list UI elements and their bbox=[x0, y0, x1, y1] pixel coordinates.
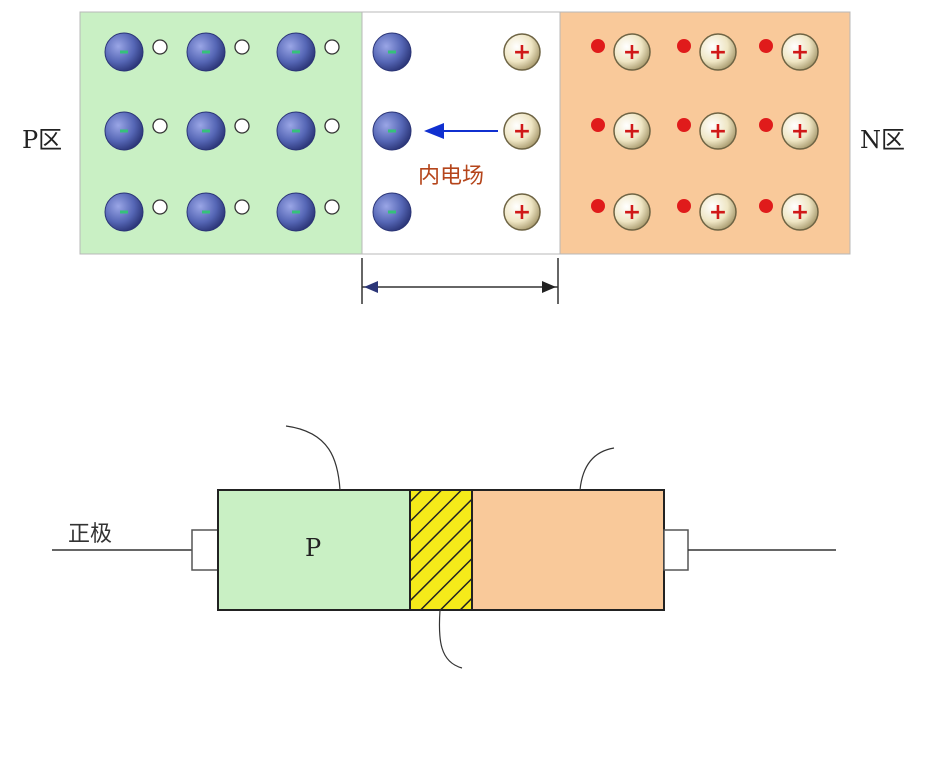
positive-ion-sign: + bbox=[709, 200, 727, 225]
positive-ion-sign: + bbox=[791, 200, 809, 225]
positive-ion bbox=[613, 112, 651, 150]
positive-ion bbox=[503, 33, 541, 71]
positive-ion bbox=[699, 33, 737, 71]
positive-ion-sign: + bbox=[513, 40, 531, 65]
free-electron bbox=[677, 39, 691, 53]
hole bbox=[234, 118, 250, 134]
positive-ion bbox=[503, 112, 541, 150]
p-region-label: P区 bbox=[22, 126, 63, 154]
positive-ion-sign: + bbox=[791, 40, 809, 65]
n-block bbox=[471, 489, 665, 611]
free-electron bbox=[591, 39, 605, 53]
positive-ion-sign: + bbox=[791, 119, 809, 144]
negative-ion-sign bbox=[120, 129, 128, 133]
negative-ion-sign bbox=[120, 50, 128, 54]
junction-leader bbox=[438, 609, 463, 669]
free-electron bbox=[677, 118, 691, 132]
positive-ion bbox=[781, 112, 819, 150]
hole bbox=[152, 199, 168, 215]
free-electron bbox=[591, 118, 605, 132]
positive-ion bbox=[699, 112, 737, 150]
negative-ion-sign bbox=[388, 210, 396, 214]
negative-ion-sign bbox=[388, 50, 396, 54]
hole bbox=[234, 199, 250, 215]
positive-ion-sign: + bbox=[513, 200, 531, 225]
free-electron bbox=[677, 199, 691, 213]
field-label: 内电场 bbox=[418, 164, 485, 189]
positive-ion bbox=[781, 33, 819, 71]
p-block-leader bbox=[285, 425, 341, 491]
positive-ion bbox=[613, 193, 651, 231]
negative-ion-sign bbox=[292, 210, 300, 214]
negative-ion-sign bbox=[388, 129, 396, 133]
width-marker-arrow-left bbox=[364, 281, 378, 293]
positive-ion-sign: + bbox=[709, 119, 727, 144]
free-electron bbox=[759, 199, 773, 213]
negative-ion-sign bbox=[202, 50, 210, 54]
negative-ion-sign bbox=[120, 210, 128, 214]
anode-label: 正极 bbox=[68, 522, 113, 547]
negative-ion-sign bbox=[202, 129, 210, 133]
positive-ion-sign: + bbox=[709, 40, 727, 65]
hole bbox=[152, 118, 168, 134]
negative-ion-sign bbox=[292, 129, 300, 133]
positive-ion bbox=[503, 193, 541, 231]
negative-ion-sign bbox=[292, 50, 300, 54]
free-electron bbox=[759, 39, 773, 53]
hole bbox=[324, 39, 340, 55]
field-arrow-head bbox=[424, 123, 444, 139]
cathode-terminal bbox=[663, 529, 689, 571]
ion-layer: + + + + + + + + + + + + bbox=[104, 32, 819, 232]
p-block-label: P bbox=[305, 534, 322, 562]
hole bbox=[324, 118, 340, 134]
hole bbox=[324, 199, 340, 215]
positive-ion bbox=[613, 33, 651, 71]
positive-ion-sign: + bbox=[623, 200, 641, 225]
anode-terminal bbox=[191, 529, 219, 571]
negative-ion-sign bbox=[202, 210, 210, 214]
positive-ion bbox=[699, 193, 737, 231]
free-electron bbox=[759, 118, 773, 132]
hole bbox=[234, 39, 250, 55]
positive-ion-sign: + bbox=[623, 119, 641, 144]
p-block bbox=[217, 489, 411, 611]
positive-ion-sign: + bbox=[513, 119, 531, 144]
hole bbox=[152, 39, 168, 55]
free-electron bbox=[591, 199, 605, 213]
n-block-leader bbox=[579, 447, 615, 491]
junction-block bbox=[409, 489, 473, 611]
n-region-label: N区 bbox=[860, 126, 905, 154]
positive-ion-sign: + bbox=[623, 40, 641, 65]
width-marker-arrow-right bbox=[542, 281, 556, 293]
positive-ion bbox=[781, 193, 819, 231]
